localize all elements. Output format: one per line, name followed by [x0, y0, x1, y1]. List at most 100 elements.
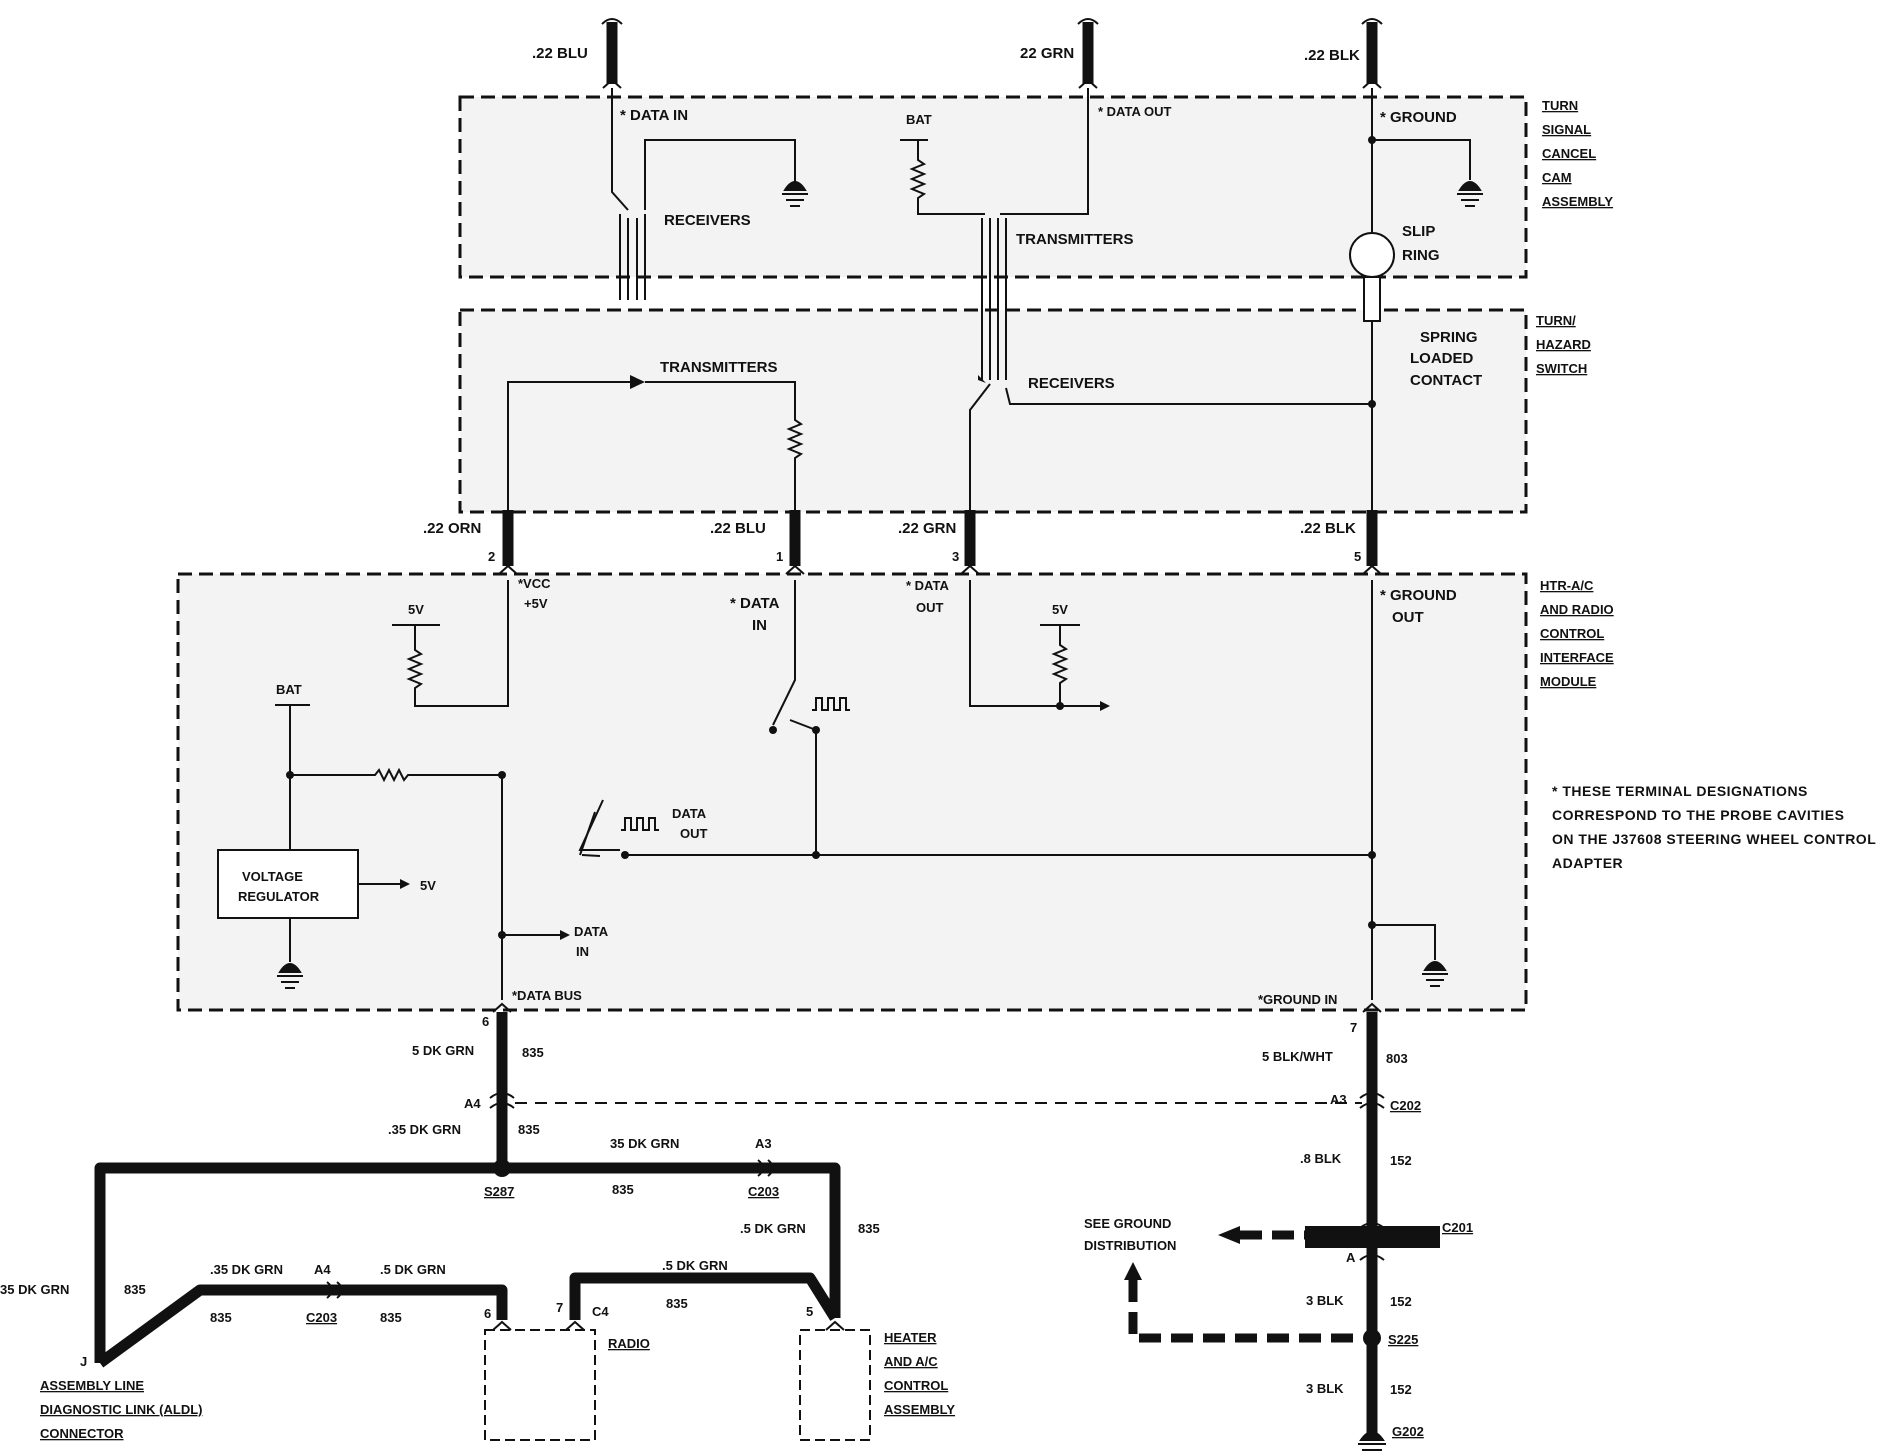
connector-label: A3 [755, 1136, 772, 1151]
circuit-number: 803 [1386, 1051, 1408, 1066]
wire-label: .35 DK GRN [210, 1262, 283, 1277]
internal-label: TRANSMITTERS [660, 359, 778, 376]
connector-label: A [1346, 1250, 1356, 1265]
terminal-label: IN [752, 617, 767, 634]
connector-label: C202 [1390, 1098, 1421, 1113]
heater-ac-control-label: HEATER AND A/C CONTROL ASSEMBLY [884, 1330, 955, 1417]
svg-text:ADAPTER: ADAPTER [1552, 855, 1623, 871]
terminal-label: * DATA IN [620, 107, 688, 124]
wire-label: .5 DK GRN [740, 1221, 806, 1236]
circuit-number: 835 [124, 1282, 146, 1297]
svg-text:SWITCH: SWITCH [1536, 361, 1587, 376]
svg-text:DIAGNOSTIC LINK (ALDL): DIAGNOSTIC LINK (ALDL) [40, 1402, 202, 1417]
connector-label: C4 [592, 1304, 609, 1319]
interface-module-label: HTR-A/C AND RADIO CONTROL INTERFACE MODU… [1540, 578, 1614, 689]
svg-text:AND A/C: AND A/C [884, 1354, 938, 1369]
connector-label: G202 [1392, 1424, 1424, 1439]
terminal-label: * DATA [730, 595, 780, 612]
turn-signal-cancel-cam-label: TURN SIGNAL CANCEL CAM ASSEMBLY [1542, 98, 1613, 209]
svg-text:CAM: CAM [1542, 170, 1572, 185]
internal-label: CONTACT [1410, 372, 1482, 389]
lower-harness [94, 1002, 1440, 1440]
internal-label: LOADED [1410, 350, 1474, 367]
wire-label: .22 BLU [532, 45, 588, 62]
terminal-label: * DATA [906, 578, 949, 593]
svg-text:ASSEMBLY LINE: ASSEMBLY LINE [40, 1378, 144, 1393]
circuit-number: 835 [522, 1045, 544, 1060]
internal-label: RECEIVERS [1028, 375, 1115, 392]
wire-label: .22 BLK [1304, 47, 1360, 64]
wire-label: 35 DK GRN [610, 1136, 679, 1151]
internal-label: 5V [408, 602, 424, 617]
svg-text:* THESE TERMINAL DESIGNATIONS: * THESE TERMINAL DESIGNATIONS [1552, 783, 1808, 799]
circuit-number: 835 [210, 1310, 232, 1325]
internal-label: 5V [420, 878, 436, 893]
internal-label: DATA [672, 806, 707, 821]
internal-label: SPRING [1420, 329, 1478, 346]
connector-label: C203 [306, 1310, 337, 1325]
radio-label: RADIO [608, 1336, 650, 1351]
connector-label: A3 [1330, 1092, 1347, 1107]
aldl-connector-label: ASSEMBLY LINE DIAGNOSTIC LINK (ALDL) CON… [40, 1378, 202, 1441]
terminal-label: +5V [524, 596, 548, 611]
connector-label: S225 [1388, 1332, 1418, 1347]
wire-label: .5 DK GRN [662, 1258, 728, 1273]
wire-label: .22 GRN [898, 520, 956, 537]
interface-module-box [176, 572, 1528, 1012]
terminal-label: *DATA BUS [512, 988, 582, 1003]
wire-label: 5 BLK/WHT [1262, 1049, 1333, 1064]
svg-text:HEATER: HEATER [884, 1330, 937, 1345]
internal-label: TRANSMITTERS [1016, 231, 1134, 248]
pin-number: 5 [806, 1304, 813, 1319]
svg-text:TURN/: TURN/ [1536, 313, 1576, 328]
svg-text:SEE GROUND: SEE GROUND [1084, 1216, 1171, 1231]
svg-text:ASSEMBLY: ASSEMBLY [1542, 194, 1613, 209]
pin-number: 6 [484, 1306, 491, 1321]
svg-text:CONTROL: CONTROL [884, 1378, 948, 1393]
mid-box-wiring [507, 375, 1376, 510]
svg-text:HTR-A/C: HTR-A/C [1540, 578, 1594, 593]
wire-label: .22 BLU [710, 520, 766, 537]
svg-text:HAZARD: HAZARD [1536, 337, 1591, 352]
terminal-label: *GROUND IN [1258, 992, 1337, 1007]
circuit-number: 152 [1390, 1153, 1412, 1168]
internal-label: BAT [906, 112, 932, 127]
pin-number: 7 [556, 1300, 563, 1315]
svg-text:CORRESPOND TO THE PROBE CAVITI: CORRESPOND TO THE PROBE CAVITIES [1552, 807, 1844, 823]
circuit-number: 152 [1390, 1382, 1412, 1397]
circuit-number: 835 [380, 1310, 402, 1325]
internal-label: 5V [1052, 602, 1068, 617]
wire-label: 22 GRN [1020, 45, 1074, 62]
wire-label: .22 BLK [1300, 520, 1356, 537]
wire-label: 35 DK GRN [0, 1282, 69, 1297]
terminal-label: OUT [1392, 609, 1424, 626]
module-wiring [217, 580, 1436, 1000]
internal-label: OUT [680, 826, 708, 841]
svg-text:ON THE J37608 STEERING WHEEL C: ON THE J37608 STEERING WHEEL CONTROL [1552, 831, 1876, 847]
connector-label: C203 [748, 1184, 779, 1199]
wire-label: 5 DK GRN [412, 1043, 474, 1058]
ground-icon [277, 180, 1483, 1451]
svg-text:MODULE: MODULE [1540, 674, 1597, 689]
connector-label: A4 [464, 1096, 481, 1111]
pin-number: 2 [488, 549, 495, 564]
wire-label: 3 BLK [1306, 1293, 1344, 1308]
svg-text:CONTROL: CONTROL [1540, 626, 1604, 641]
pin-number: J [80, 1354, 87, 1369]
internal-label: RING [1402, 247, 1440, 264]
svg-text:INTERFACE: INTERFACE [1540, 650, 1614, 665]
svg-text:ASSEMBLY: ASSEMBLY [884, 1402, 955, 1417]
svg-text:TURN: TURN [1542, 98, 1578, 113]
terminal-label: OUT [916, 600, 944, 615]
wire-label: .35 DK GRN [388, 1122, 461, 1137]
pin-number: 1 [776, 549, 783, 564]
turn-hazard-switch-box [458, 308, 1528, 514]
svg-text:SIGNAL: SIGNAL [1542, 122, 1591, 137]
pin-number: 3 [952, 549, 959, 564]
wire-label: 3 BLK [1306, 1381, 1344, 1396]
pin-number: 5 [1354, 549, 1361, 564]
top-harness-stubs [601, 18, 1383, 89]
internal-label: REGULATOR [238, 889, 320, 904]
internal-label: SLIP [1402, 223, 1435, 240]
heater-ac-control-box [799, 1329, 871, 1441]
